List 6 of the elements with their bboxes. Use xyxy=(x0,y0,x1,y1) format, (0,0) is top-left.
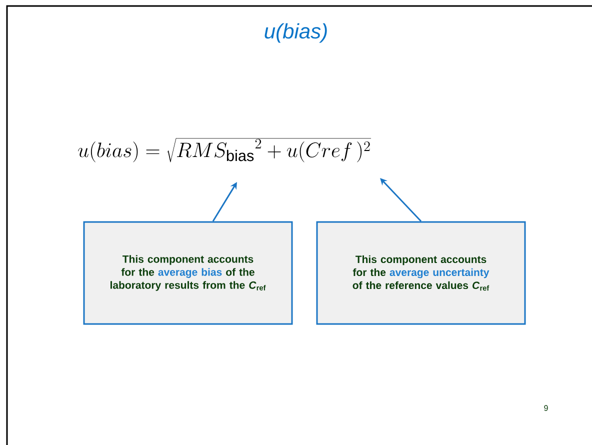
callout-box: This component accounts for the average bias of the laboratory results from the C$_{ref}$ xyxy=(83,221,293,325)
arrow xyxy=(380,178,422,222)
formula: $u(bias)=\sqrt{{RMS_{\mathrm{bias}}}^{2}+u(Cref\,)^{2}}$ xyxy=(78,138,372,162)
title: u(bias) xyxy=(264,23,327,43)
page-number: 9 xyxy=(544,405,548,411)
callout-box: This component accounts for the average uncertainty of the reference values C$_{ref}$ xyxy=(316,221,526,325)
